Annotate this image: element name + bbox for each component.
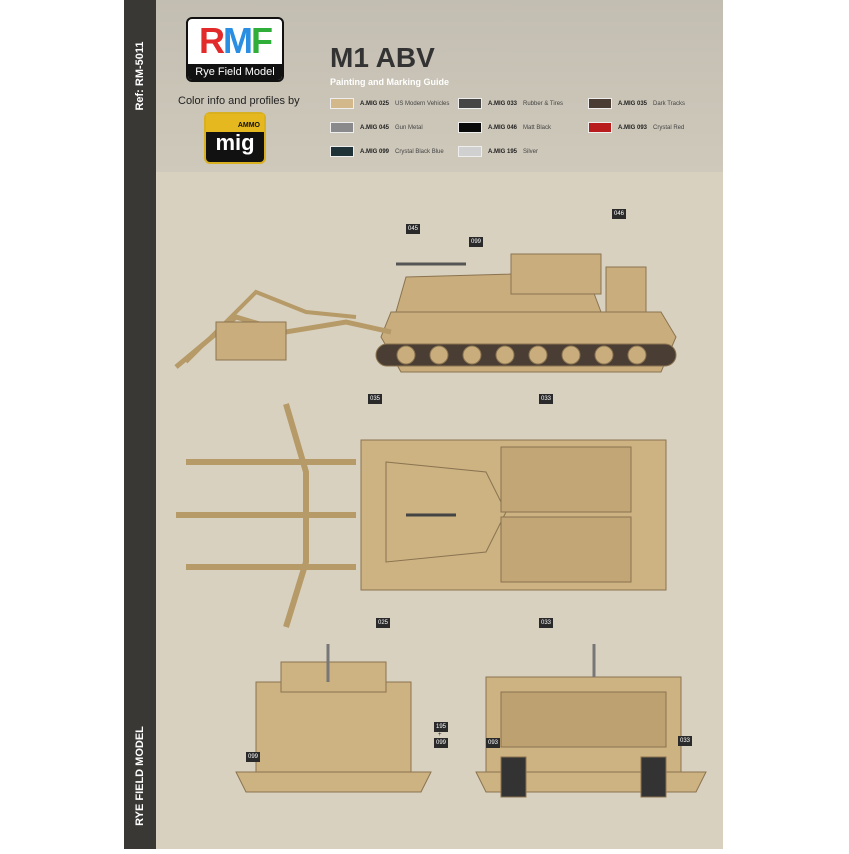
color-name: Rubber & Tires [523,100,564,107]
side-strip: Ref: RM-5011 RYE FIELD MODEL [124,0,156,849]
color-code: A.MIG 045 [360,124,390,131]
color-chip [330,122,354,133]
color-swatch: A.MIG 099 Crystal Black Blue [330,146,444,157]
color-name: Crystal Black Blue [395,148,444,155]
color-name: Dark Tracks [653,100,686,107]
front-view [235,644,432,793]
brand-vertical: RYE FIELD MODEL [134,726,146,826]
color-code: A.MIG 046 [488,124,518,131]
page-subtitle: Painting and Marking Guide [330,77,450,87]
callout-035: 035 [368,394,383,404]
color-swatch: A.MIG 045 Gun Metal [330,122,423,133]
callout-045: 045 [406,224,421,234]
callout-099-front-2: 099 [434,738,449,748]
color-swatch: A.MIG 195 Silver [458,146,538,157]
callout-033-top: 033 [539,618,554,628]
side-view [174,253,677,373]
color-chip [588,98,612,109]
color-swatch: A.MIG 093 Crystal Red [588,122,684,133]
callout-025: 025 [376,618,391,628]
callout-046: 046 [612,209,627,219]
vehicle-profiles: 045 099 046 035 033 025 033 099 195 + 09… [156,172,723,849]
byline: Color info and profiles by [178,95,300,107]
color-name: Silver [523,148,539,155]
page-title: M1 ABV [330,42,435,73]
color-chip [330,146,354,157]
color-code: A.MIG 099 [360,148,390,155]
callout-plus: + [438,732,442,738]
tank-drawings [174,253,707,798]
color-chip [588,122,612,133]
color-code: A.MIG 093 [618,124,648,131]
callout-093: 093 [486,738,501,748]
color-code: A.MIG 195 [488,148,518,155]
callout-195: 195 [434,722,449,732]
color-name: US Modern Vehicles [395,100,450,107]
color-name: Crystal Red [653,124,685,131]
color-chip [458,122,482,133]
color-code: A.MIG 033 [488,100,518,107]
header: RMF Rye Field Model Color info and profi… [156,0,723,172]
painting-guide-page: Ref: RM-5011 RYE FIELD MODEL RMF Rye Fie… [124,0,723,849]
callout-099-front: 099 [246,752,261,762]
color-chip [330,98,354,109]
rear-view [475,644,707,798]
color-name: Matt Black [523,124,552,131]
top-view [176,403,667,628]
color-chip [458,146,482,157]
color-name: Gun Metal [395,124,423,131]
callout-099: 099 [469,237,484,247]
color-code: A.MIG 035 [618,100,648,107]
reference-number: Ref: RM-5011 [134,41,146,111]
rmf-logo: RMF Rye Field Model [186,17,284,82]
color-code: A.MIG 025 [360,100,390,107]
color-swatch: A.MIG 046 Matt Black [458,122,551,133]
callout-033-rear: 033 [678,736,693,746]
color-swatch: A.MIG 035 Dark Tracks [588,98,685,109]
color-swatch: A.MIG 033 Rubber & Tires [458,98,563,109]
color-chip [458,98,482,109]
callout-033: 033 [539,394,554,404]
color-swatch: A.MIG 025 US Modern Vehicles [330,98,449,109]
